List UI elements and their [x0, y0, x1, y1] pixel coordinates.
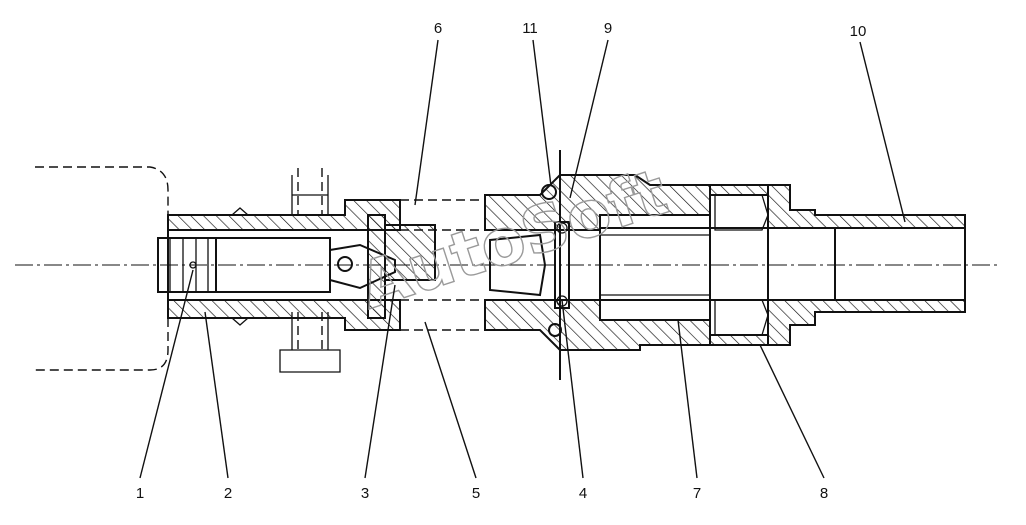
bottom-fitting: [279, 312, 341, 373]
callout-9: 9: [604, 20, 612, 37]
callout-1: 1: [136, 485, 144, 502]
callout-10: 10: [850, 23, 867, 40]
end-cap: [709, 184, 966, 346]
callout-8: 8: [820, 485, 828, 502]
callout-5: 5: [472, 485, 480, 502]
top-fitting: [291, 168, 329, 215]
callout-4: 4: [579, 485, 587, 502]
leader-lines: [139, 39, 906, 479]
valve-seat: [367, 214, 436, 319]
valve-body: [484, 150, 711, 380]
sleeve: [400, 199, 555, 331]
mounting-bracket: [35, 166, 169, 371]
callout-7: 7: [693, 485, 701, 502]
callout-11: 11: [522, 20, 538, 37]
callout-2: 2: [224, 485, 232, 502]
callout-6: 6: [434, 20, 442, 37]
callout-3: 3: [361, 485, 369, 502]
housing: [167, 199, 401, 331]
